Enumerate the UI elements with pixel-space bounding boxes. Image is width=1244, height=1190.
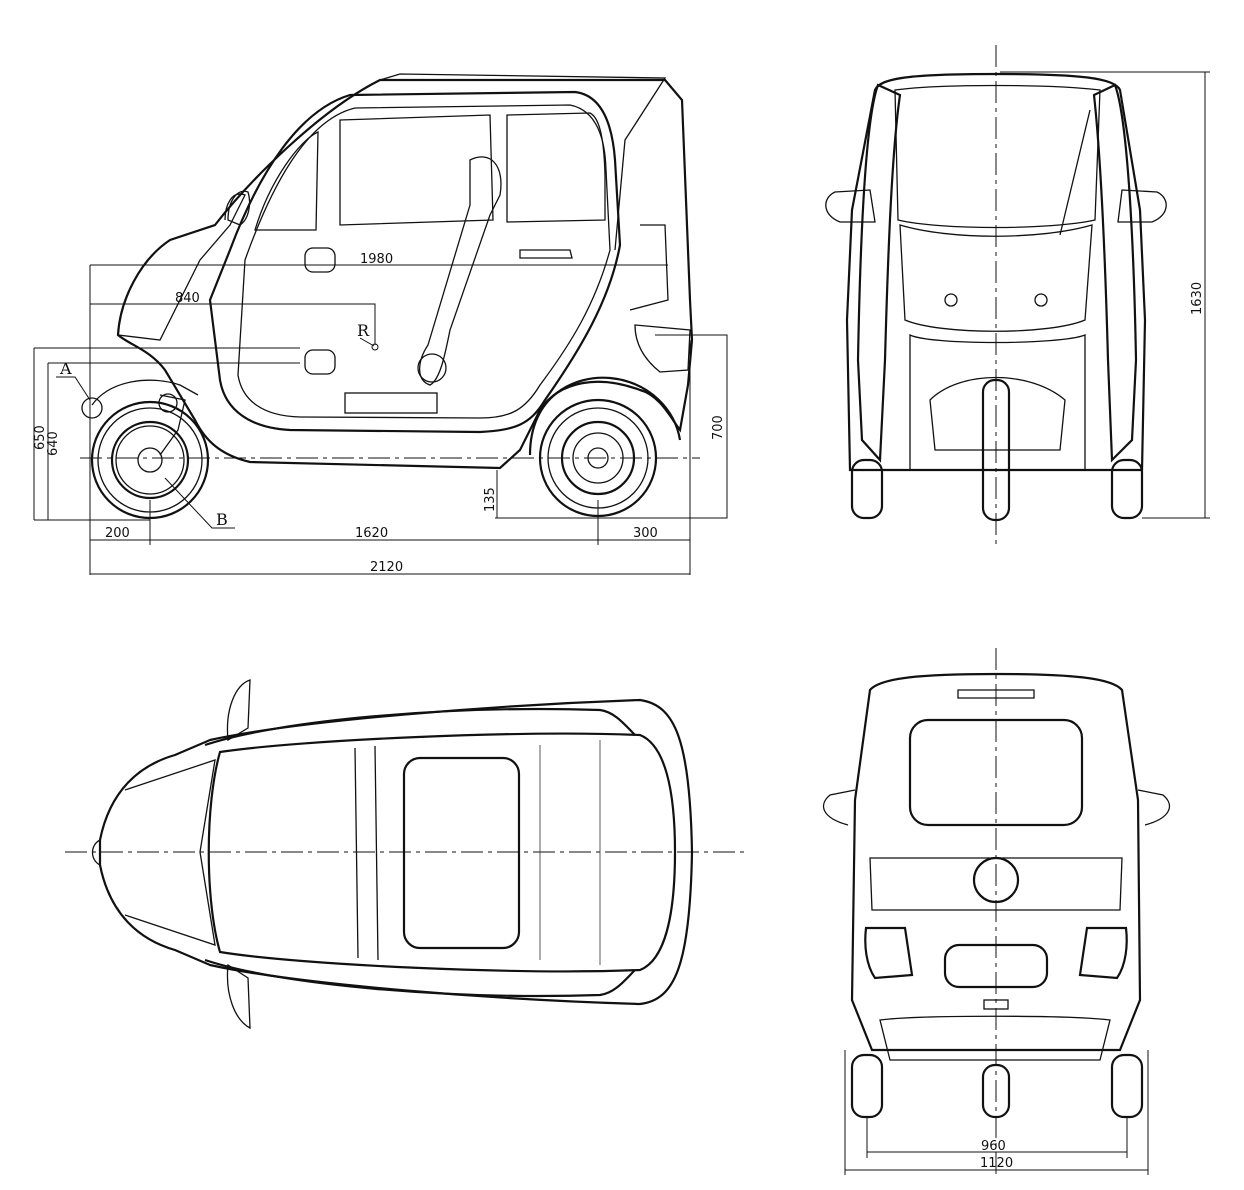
side-front-fairing xyxy=(117,193,246,341)
side-window-quarter xyxy=(254,130,319,231)
dim-640: 640 xyxy=(46,431,61,456)
top-view xyxy=(65,679,745,1030)
rear-panel xyxy=(869,857,1123,911)
dim-1620: 1620 xyxy=(355,526,388,541)
dim-1630: 1630 xyxy=(1190,282,1205,315)
front-rear-wheel-left xyxy=(850,458,884,520)
dim-135: 135 xyxy=(483,487,498,512)
side-door xyxy=(208,90,622,434)
side-seat xyxy=(418,156,502,386)
marker-r-leader xyxy=(359,337,375,347)
dim-650: 650 xyxy=(33,425,48,450)
top-nose xyxy=(91,759,216,946)
marker-a-leader xyxy=(56,376,91,401)
front-fork-area xyxy=(909,333,1086,471)
side-body-outline xyxy=(116,78,694,470)
front-wiper xyxy=(1059,109,1091,236)
dim-line-640 xyxy=(47,362,300,520)
rear-window xyxy=(908,718,1084,827)
front-a-pillar-left xyxy=(856,83,902,463)
side-handle xyxy=(519,249,573,259)
front-headlight-left xyxy=(944,293,958,307)
rear-roof-spoiler xyxy=(957,689,1035,699)
side-rear-panel xyxy=(629,224,669,311)
rear-bumper xyxy=(879,1015,1111,1061)
rear-body-outline xyxy=(850,672,1142,1052)
rear-plate-light xyxy=(983,999,1009,1010)
side-view: A B R 1980 840 650 640 700 135 200 1620 … xyxy=(33,73,728,575)
side-door-inner xyxy=(237,104,611,419)
side-fork xyxy=(159,394,186,456)
dim-200: 200 xyxy=(105,526,130,541)
rear-tail-light-right xyxy=(1078,926,1128,980)
marker-a-circle xyxy=(81,397,103,419)
side-front-fender xyxy=(91,379,199,406)
rear-front-wheel xyxy=(981,1063,1011,1119)
dim-line-650 xyxy=(33,347,300,521)
front-a-pillar-right xyxy=(1092,83,1138,463)
top-rear-lines xyxy=(539,740,601,965)
top-door-rail-left xyxy=(204,707,636,747)
top-roof xyxy=(207,732,677,973)
front-fascia xyxy=(899,224,1093,332)
side-hinge-top xyxy=(304,247,336,273)
rear-view: 960 1120 xyxy=(822,648,1171,1175)
side-step xyxy=(344,392,438,414)
rear-mirror-left xyxy=(822,789,856,826)
front-body-outline xyxy=(845,72,1147,472)
dim-700: 700 xyxy=(711,415,726,440)
dim-line-700 xyxy=(495,334,728,519)
marker-b-leader xyxy=(164,477,235,529)
dim-960: 960 xyxy=(981,1139,1006,1154)
side-tail-light xyxy=(634,324,691,373)
dim-line-wheelbase xyxy=(90,500,690,545)
front-mirror-left xyxy=(825,189,876,223)
top-sunroof xyxy=(402,756,521,950)
top-body-outline xyxy=(98,698,694,1006)
front-view: 1630 xyxy=(825,45,1210,545)
rear-logo-circle xyxy=(972,856,1020,904)
side-roof xyxy=(379,73,667,251)
dim-line-1120 xyxy=(844,1050,1149,1175)
dim-line-960 xyxy=(866,1118,1128,1158)
dim-line-840 xyxy=(90,303,376,345)
side-hinge-bottom xyxy=(304,349,336,375)
side-window-front xyxy=(339,114,494,226)
side-window-rear xyxy=(506,112,606,223)
side-rear-arch xyxy=(528,376,682,456)
dim-line-1630 xyxy=(1000,71,1210,519)
marker-r-label: R xyxy=(357,321,370,340)
dim-840: 840 xyxy=(175,291,200,306)
dim-1980: 1980 xyxy=(360,252,393,267)
dim-1120: 1120 xyxy=(980,1156,1013,1171)
rear-license-plate xyxy=(943,943,1049,989)
side-seat-pivot xyxy=(417,353,447,383)
rear-wheel-left xyxy=(850,1053,884,1119)
front-mirror-right xyxy=(1117,189,1167,223)
front-wheel xyxy=(981,378,1011,522)
dim-2120: 2120 xyxy=(370,560,403,575)
front-suspension xyxy=(929,376,1066,451)
marker-a-label: A xyxy=(59,359,72,378)
front-rear-wheel-right xyxy=(1110,458,1144,520)
rear-mirror-right xyxy=(1137,789,1171,826)
top-roof-divider xyxy=(354,745,379,961)
dim-300: 300 xyxy=(633,526,658,541)
front-headlight-right xyxy=(1034,293,1048,307)
top-door-rail-right xyxy=(204,958,636,998)
rear-wheel-right xyxy=(1110,1053,1144,1119)
front-windshield xyxy=(894,84,1101,229)
top-mirror-left xyxy=(226,679,251,742)
side-mirror xyxy=(227,190,251,226)
top-mirror-right xyxy=(226,963,251,1030)
marker-b-label: B xyxy=(216,510,228,529)
rear-tail-light-left xyxy=(864,926,914,980)
